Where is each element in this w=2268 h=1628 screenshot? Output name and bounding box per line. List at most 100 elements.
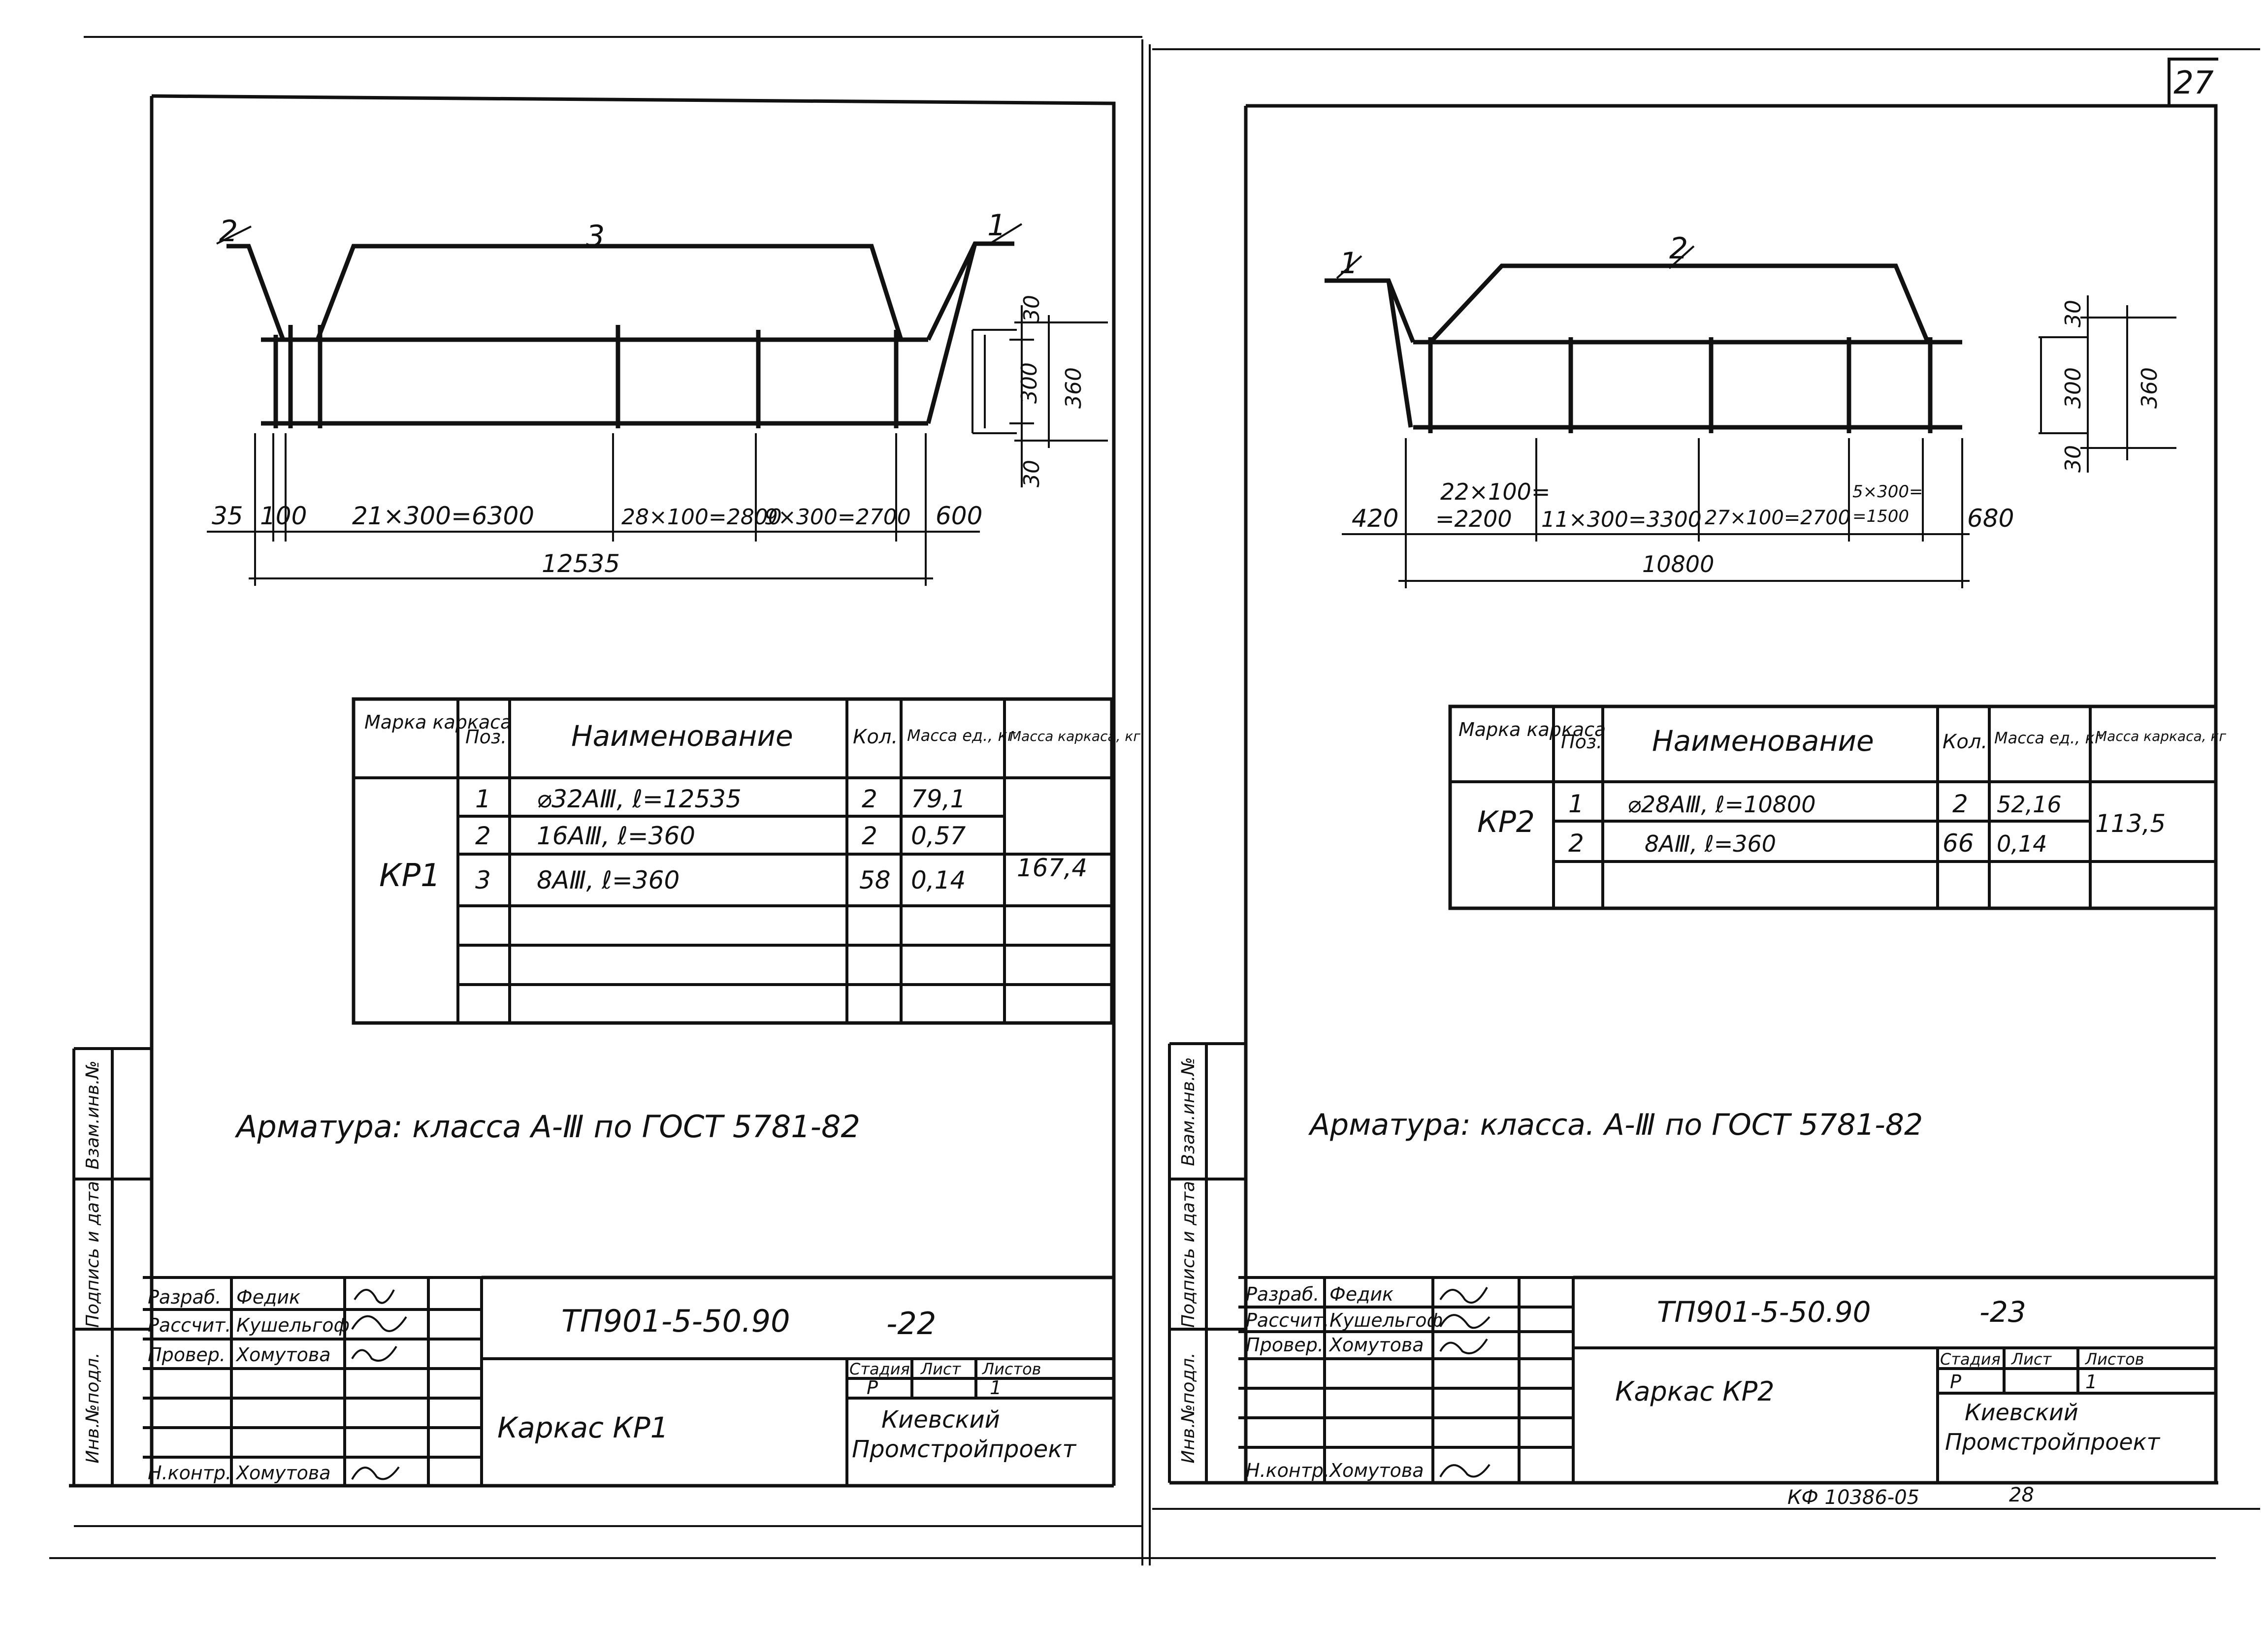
tb-name: Хомутова — [1328, 1334, 1424, 1356]
row-pos: 3 — [475, 866, 491, 894]
kp1-section: 30 300 30 360 — [972, 295, 1108, 487]
sheet-number: 27 — [2173, 65, 2214, 101]
tb-role: Н.контр. — [1246, 1460, 1329, 1481]
frame-total-mass: 113,5 — [2095, 809, 2166, 838]
tb-name: Федик — [1329, 1283, 1393, 1305]
organization: Киевский — [1965, 1399, 2078, 1426]
dim-label: 27×100=2700 — [1705, 507, 1850, 529]
stage-value: Р — [1950, 1371, 1961, 1393]
dim-label: 5×300= — [1852, 482, 1923, 502]
col-header: Марка каркаса — [1458, 719, 1606, 740]
stage-header: Лист — [920, 1360, 961, 1378]
stage-header: Стадия — [849, 1360, 910, 1378]
signature — [1439, 1314, 1490, 1329]
signature — [1439, 1338, 1488, 1354]
tb-name: Кушельгоф — [236, 1314, 350, 1336]
tb-role: Разраб. — [1246, 1283, 1319, 1305]
dim-label: =1500 — [1852, 507, 1909, 526]
tb-role: Н.контр. — [148, 1462, 231, 1484]
dim-label: 420 — [1352, 504, 1398, 533]
dim-label: 21×300=6300 — [352, 502, 534, 530]
left-side-labels: Взам.инв.№ Подпись и дата Инв.№подл. — [83, 1060, 103, 1464]
dim-label: 100 — [260, 502, 307, 530]
frame-mark: КР2 — [1477, 805, 1535, 839]
dim-label: 28×100=2800 — [621, 505, 782, 530]
dim-label: =2200 — [1435, 506, 1512, 532]
section-dim: 30 — [1019, 295, 1044, 322]
kp2-title-block: Разраб. Рассчит. Провер. Н.контр. Федик … — [1238, 1276, 2216, 1483]
row-unit-mass: 52,16 — [1997, 791, 2062, 818]
row-name: 8АⅢ, ℓ=360 — [537, 866, 680, 894]
stage-value: Р — [867, 1377, 878, 1399]
tb-role: Провер. — [148, 1344, 226, 1366]
kp1-spec-table: Марка каркаса Поз. Наименование Кол. Мас… — [352, 697, 1140, 1025]
kp2-elevation: 1 2 420 22×100= =2200 11×300=3300 27×100… — [1325, 231, 2014, 588]
row-qty: 2 — [862, 822, 877, 850]
side-label: Инв.№подл. — [1178, 1352, 1199, 1463]
reinforcement-note: Арматура: класса А-Ⅲ по ГОСТ 5781-82 — [234, 1109, 860, 1145]
row-qty: 2 — [862, 785, 877, 813]
row-pos: 1 — [475, 785, 491, 813]
row-pos: 2 — [475, 822, 491, 850]
col-header: Кол. — [1943, 731, 1987, 753]
row-name: 8АⅢ, ℓ=360 — [1645, 830, 1776, 857]
side-label: Взам.инв.№ — [83, 1060, 103, 1170]
organization: Промстройпроект — [1945, 1429, 2160, 1455]
section-dim: 300 — [1017, 362, 1042, 404]
row-pos: 1 — [1568, 790, 1584, 818]
frame-total-mass: 167,4 — [1017, 854, 1087, 882]
col-header: Масса каркаса, кг — [2095, 728, 2226, 744]
tb-name: Хомутова — [235, 1462, 331, 1484]
stage-header: Стадия — [1940, 1350, 2001, 1369]
stage-header: Лист — [2011, 1350, 2052, 1369]
col-header: Масса ед., кг — [907, 726, 1016, 745]
organization: Промстройпроект — [852, 1436, 1077, 1463]
doc-code: ТП901-5-50.90 — [561, 1303, 790, 1339]
archive-code: КФ 10386-05 — [1787, 1486, 1919, 1509]
row-unit-mass: 79,1 — [911, 785, 966, 813]
sheet-code: -22 — [886, 1306, 936, 1341]
pos-label: 3 — [586, 219, 605, 254]
pos-label: 2 — [1669, 231, 1688, 266]
col-header: Марка каркаса — [364, 711, 512, 733]
dim-total: 10800 — [1642, 551, 1714, 577]
dim-label: 600 — [936, 502, 982, 530]
side-label: Взам.инв.№ — [1178, 1057, 1199, 1166]
frame-mark: КР1 — [379, 858, 441, 894]
dim-label: 22×100= — [1440, 479, 1550, 505]
tb-role: Провер. — [1246, 1334, 1324, 1356]
drawing-title: Каркас КР2 — [1615, 1376, 1775, 1407]
pos-label: 2 — [219, 214, 238, 249]
col-header: Наименование — [1652, 724, 1874, 758]
kp1-title-block: Разраб. Рассчит. Провер. Н.контр. Федик … — [143, 1276, 1114, 1486]
stage-value: 1 — [2085, 1371, 2097, 1393]
row-pos: 2 — [1568, 829, 1584, 858]
section-dim: 360 — [1061, 367, 1086, 409]
tb-role: Рассчит. — [1246, 1309, 1329, 1331]
row-unit-mass: 0,14 — [1997, 830, 2047, 857]
row-name: ⌀28АⅢ, ℓ=10800 — [1627, 791, 1816, 818]
tb-name: Хомутова — [235, 1344, 331, 1366]
stage-value: 1 — [990, 1377, 1002, 1399]
tb-name: Кушельгоф — [1329, 1309, 1443, 1331]
right-side-labels: Взам.инв.№ Подпись и дата Инв.№подл. — [1178, 1057, 1199, 1464]
pos-label: 1 — [1339, 246, 1358, 281]
tb-name: Федик — [236, 1286, 300, 1308]
col-header: Масса каркаса, кг — [1009, 728, 1140, 744]
side-label: Подпись и дата — [1178, 1181, 1199, 1328]
signature — [351, 1315, 407, 1332]
pos-label: 1 — [987, 208, 1006, 243]
side-label: Инв.№подл. — [83, 1352, 103, 1463]
doc-code: ТП901-5-50.90 — [1657, 1295, 1871, 1329]
section-dim: 30 — [2061, 445, 2086, 473]
row-qty: 66 — [1943, 829, 1974, 858]
dim-label: 680 — [1967, 504, 2014, 533]
kp2-spec-table: Марка каркаса Поз. Наименование Кол. Мас… — [1448, 704, 2226, 910]
dim-label: 9×300=2700 — [764, 505, 911, 530]
col-header: Кол. — [853, 726, 898, 748]
col-header: Поз. — [1561, 731, 1602, 753]
signature — [1439, 1464, 1490, 1478]
signature — [351, 1345, 397, 1362]
